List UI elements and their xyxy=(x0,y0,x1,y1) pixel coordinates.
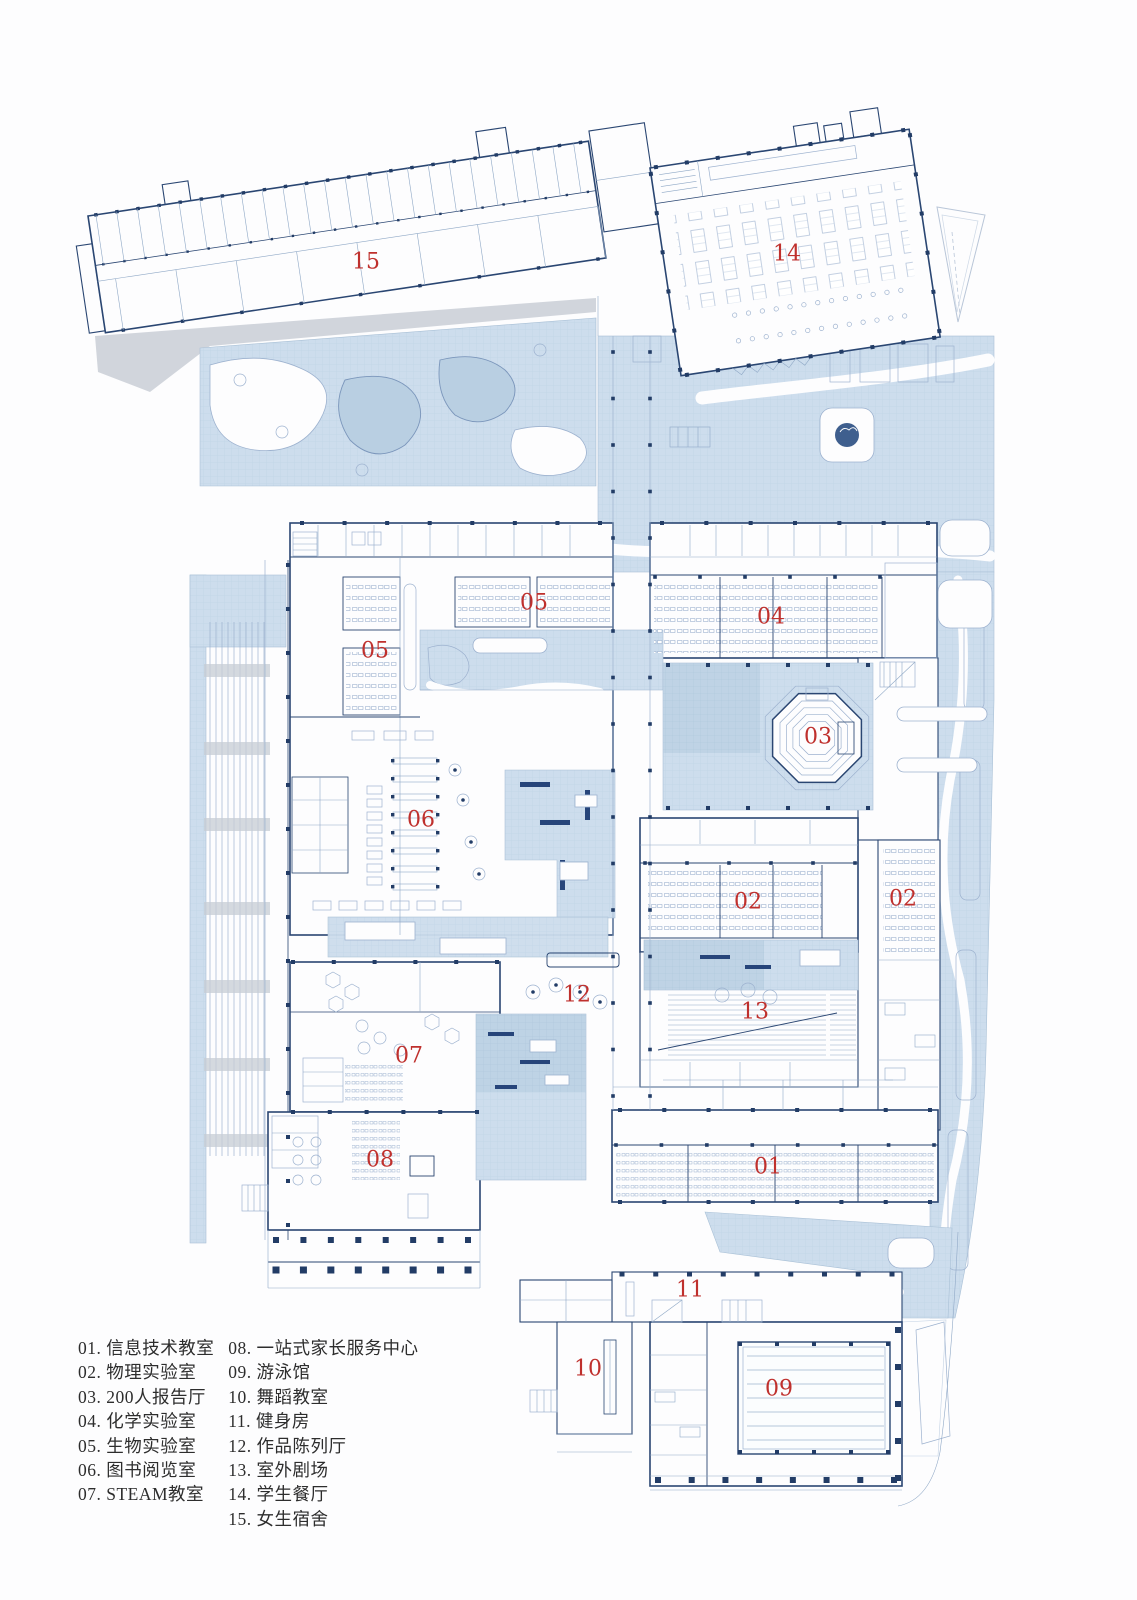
outdoor-theater-steps xyxy=(668,994,856,1056)
room-number-label: 05 xyxy=(520,591,548,616)
room-number-label: 03 xyxy=(804,725,832,750)
pond xyxy=(338,375,422,455)
interior-layer xyxy=(241,336,940,1491)
plan-number-labels: 15 14 05 05 04 03 06 02 02 12 13 07 08 01 11 10 09 xyxy=(352,242,917,1402)
room-number-label: 12 xyxy=(563,983,591,1008)
room-number-label: 13 xyxy=(741,1000,769,1025)
legend-item: 02. 物理实验室 xyxy=(78,1362,197,1383)
west-terraces xyxy=(204,622,270,1156)
legend-item: 06. 图书阅览室 xyxy=(78,1460,197,1481)
legend-item: 08. 一站式家长服务中心 xyxy=(228,1338,419,1358)
pond xyxy=(438,356,516,423)
building-dance xyxy=(556,1321,633,1435)
legend-item: 12. 作品陈列厅 xyxy=(228,1435,347,1456)
legend-item: 14. 学生餐厅 xyxy=(228,1484,329,1505)
legend: 01. 信息技术教室 02. 物理实验室 03. 200人报告厅 04. 化学实验室 0… xyxy=(78,1336,419,1531)
building-14-canteen xyxy=(648,107,942,378)
room-number-label: 08 xyxy=(366,1148,394,1173)
road xyxy=(95,298,596,392)
legend-column-1: 01. 信息技术教室 02. 物理实验室 03. 200人报告厅 04. 化学实验室 0… xyxy=(78,1336,214,1531)
parent-center-tables xyxy=(292,1118,435,1219)
room-number-label: 11 xyxy=(676,1278,704,1303)
room-number-label: 15 xyxy=(352,250,380,275)
room-number-label: 02 xyxy=(734,890,762,915)
lecture-hall-octagon xyxy=(764,685,870,791)
room-number-label: 01 xyxy=(754,1155,782,1180)
legend-item: 03. 200人报告厅 xyxy=(78,1386,206,1407)
legend-column-2: 08. 一站式家长服务中心 09. 游泳馆 10. 舞蹈教室 11. 健身房 12. 作… xyxy=(228,1336,418,1531)
room-number-label: 02 xyxy=(889,887,917,912)
structural-columns xyxy=(272,350,936,1483)
legend-item: 05. 生物实验室 xyxy=(78,1435,197,1456)
library-bookshelves xyxy=(391,757,440,891)
building-gym xyxy=(611,1271,903,1323)
legend-item: 15. 女生宿舍 xyxy=(228,1508,329,1529)
legend-item: 04. 化学实验室 xyxy=(78,1411,197,1432)
legend-item: 01. 信息技术教室 xyxy=(78,1338,215,1358)
exhibition-hall-furniture xyxy=(525,952,778,1010)
pool-lanes xyxy=(747,1355,884,1441)
classroom-05 xyxy=(454,576,531,628)
room-number-label: 05 xyxy=(361,639,389,664)
tree-icon xyxy=(835,423,859,447)
room-number-label: 07 xyxy=(395,1044,423,1069)
steam-hex-tables xyxy=(325,971,460,1057)
room-number-label: 06 xyxy=(407,808,435,833)
legend-item: 11. 健身房 xyxy=(228,1411,310,1432)
legend-item: 09. 游泳馆 xyxy=(228,1362,311,1383)
legend-item: 07. STEAM教室 xyxy=(78,1484,205,1505)
legend-item: 13. 室外剧场 xyxy=(228,1460,329,1481)
room-number-label: 04 xyxy=(757,605,785,630)
building-15-dormitory xyxy=(75,122,661,334)
room-number-label: 09 xyxy=(765,1377,793,1402)
room-number-label: 10 xyxy=(574,1357,602,1382)
legend-item: 10. 舞蹈教室 xyxy=(228,1386,329,1407)
room-number-label: 14 xyxy=(773,242,801,267)
